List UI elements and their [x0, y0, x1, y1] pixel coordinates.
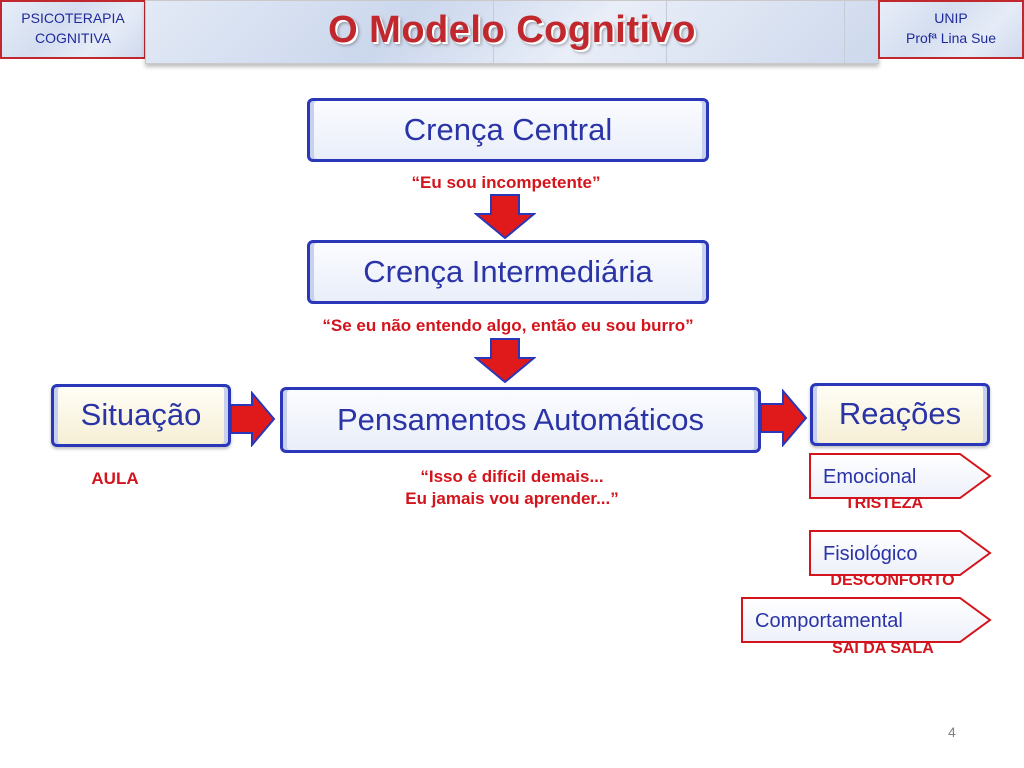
emotional-reaction-shape [809, 453, 992, 499]
right-arrow-icon [230, 391, 276, 447]
intermediate-belief-box: Crença Intermediária [307, 240, 709, 304]
automatic-thoughts-box: Pensamentos Automáticos [280, 387, 761, 453]
situation-box: Situação [51, 384, 231, 447]
banner-divider [844, 1, 845, 63]
situation-example: AULA [91, 469, 139, 488]
physiological-reaction-shape [809, 530, 992, 576]
emotional-reaction-label: Emocional [823, 466, 917, 488]
reactions-label: Reações [838, 396, 962, 431]
page-number: 4 [948, 724, 956, 740]
core-belief-box: Crença Central [307, 98, 709, 162]
intermediate-belief-label: Crença Intermediária [363, 254, 653, 289]
banner-divider [666, 1, 667, 63]
emotional-reaction-example: TRISTEZA [844, 495, 924, 512]
right-arrow-icon [760, 389, 808, 447]
course-badge: PSICOTERAPIA COGNITIVA [0, 0, 146, 59]
down-arrow-icon [474, 338, 536, 384]
automatic-thoughts-example-line1: “Isso é difícil demais... [420, 467, 604, 486]
down-arrow-icon [474, 194, 536, 240]
behavioral-reaction-shape [741, 597, 992, 643]
author-badge-line2: Profª Lina Sue [905, 30, 996, 46]
behavioral-reaction-example: SAI DA SALA [832, 640, 934, 657]
automatic-thoughts-example: “Isso é difícil demais... Eu jamais vou … [300, 466, 724, 510]
core-belief-label: Crença Central [403, 112, 613, 147]
author-badge-line1: UNIP [934, 10, 968, 26]
title-banner: O Modelo Cognitivo [145, 0, 879, 64]
automatic-thoughts-label: Pensamentos Automáticos [336, 402, 705, 437]
author-badge: UNIP Profª Lina Sue [878, 0, 1024, 59]
situation-label: Situação [80, 397, 202, 432]
reactions-box: Reações [810, 383, 990, 446]
core-belief-example: “Eu sou incompetente” [411, 173, 601, 192]
page-title: O Modelo Cognitivo [328, 9, 696, 51]
physiological-reaction-label: Fisiológico [823, 543, 918, 565]
behavioral-reaction-label: Comportamental [755, 610, 903, 632]
course-badge-line1: PSICOTERAPIA [21, 10, 125, 26]
course-badge-line2: COGNITIVA [35, 30, 111, 46]
banner-divider [493, 1, 494, 63]
physiological-reaction-example: DESCONFORTO [830, 572, 955, 589]
automatic-thoughts-example-line2: Eu jamais vou aprender...” [405, 489, 619, 508]
intermediate-belief-example: “Se eu não entendo algo, então eu sou bu… [322, 316, 694, 335]
